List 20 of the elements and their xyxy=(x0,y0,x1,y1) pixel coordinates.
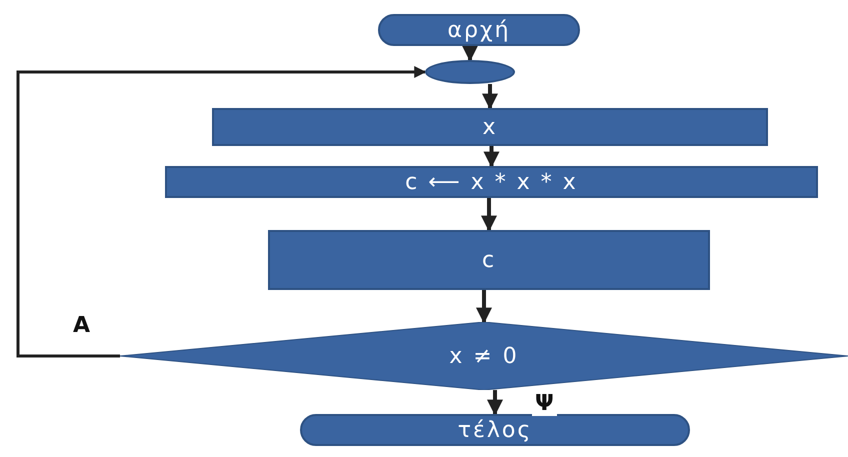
input-box xyxy=(212,108,768,146)
arrow xyxy=(484,146,500,168)
node-text: τέλος xyxy=(458,418,532,442)
node-text: x ≠ 0 xyxy=(449,344,519,368)
arrow xyxy=(481,198,497,232)
end-terminal xyxy=(300,414,690,446)
node-text: αρχή xyxy=(447,18,511,42)
edge-label: Ψ xyxy=(532,392,557,416)
decision-diamond xyxy=(120,322,848,390)
arrow xyxy=(476,290,492,324)
arrow xyxy=(462,46,478,62)
arrow xyxy=(487,390,503,416)
node-text: x xyxy=(482,114,498,140)
node-text: c ⟵ x * x * x xyxy=(405,170,578,194)
start-terminal xyxy=(378,14,580,46)
output-box xyxy=(268,230,710,290)
process-box xyxy=(165,166,818,198)
arrow xyxy=(482,84,498,110)
node-text: c xyxy=(482,248,496,272)
arrow xyxy=(16,66,426,358)
